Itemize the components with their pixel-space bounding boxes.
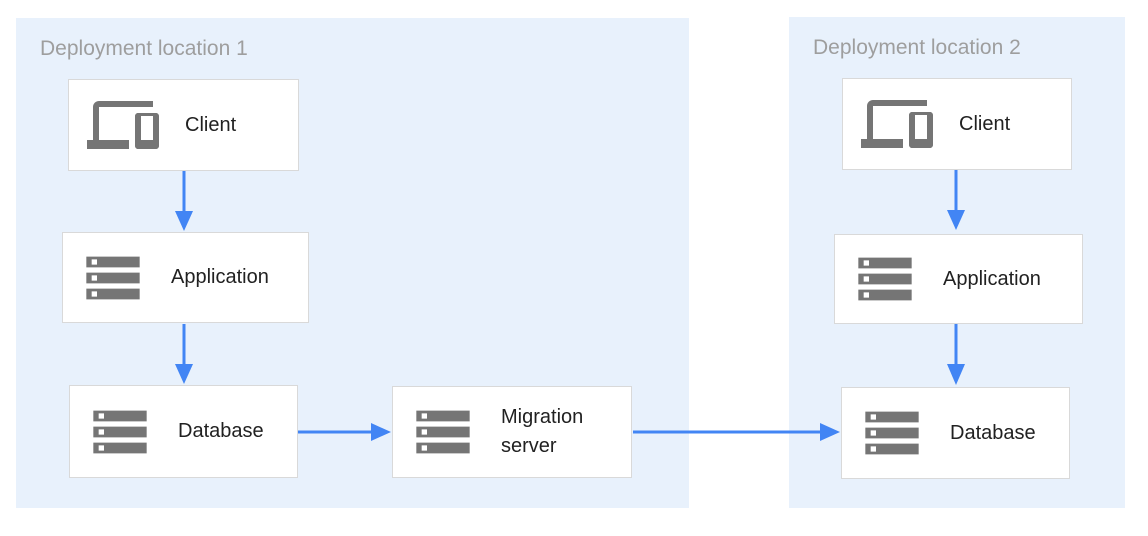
region-1-label: Deployment location 1	[40, 37, 248, 60]
region-2-label: Deployment location 2	[813, 36, 1021, 59]
node-database-1: Database	[69, 385, 298, 478]
devices-icon	[87, 89, 159, 161]
node-client-2: Client	[842, 78, 1072, 170]
server-stack-icon	[411, 400, 475, 464]
node-label: Database	[178, 420, 264, 442]
node-client-1: Client	[68, 79, 299, 171]
node-label: Database	[950, 421, 1036, 444]
server-stack-icon	[860, 401, 924, 465]
node-application-1: Application	[62, 232, 309, 323]
server-stack-icon	[88, 400, 152, 464]
node-migration-server: Migration server	[392, 386, 632, 478]
node-application-2: Application	[834, 234, 1083, 324]
server-stack-icon	[81, 246, 145, 310]
node-label: Client	[959, 112, 1011, 135]
node-label: Migration server	[501, 406, 584, 457]
node-database-2: Database	[841, 387, 1070, 479]
node-label: Application	[943, 267, 1041, 290]
node-label: Client	[185, 113, 237, 136]
devices-icon	[861, 88, 933, 160]
node-label: Application	[171, 266, 269, 288]
server-stack-icon	[853, 247, 917, 311]
